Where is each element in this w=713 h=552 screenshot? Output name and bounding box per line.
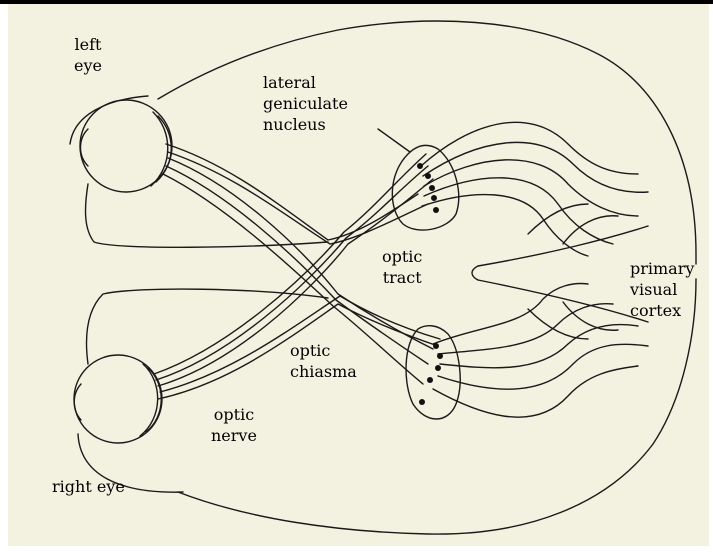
optic-tract-label-line-1: optic <box>382 246 422 267</box>
right-eye-label: right eye <box>52 476 125 497</box>
upper-lgn-neuron-5 <box>433 207 439 213</box>
diagram-panel: left eye lateral geniculate nucleus opti… <box>8 4 709 546</box>
lower-lgn-neuron-4 <box>427 377 433 383</box>
upper-lgn-neuron-1 <box>417 163 423 169</box>
cortex-label-line-1: primary <box>630 258 694 279</box>
optic-nerve-label-line-1: optic <box>211 404 257 425</box>
panel-background <box>8 4 709 546</box>
lower-lgn-neuron-1 <box>433 343 439 349</box>
optic-chiasma-label: optic chiasma <box>290 340 357 382</box>
cortex-label-line-2: visual <box>630 279 694 300</box>
left-eye-label-line-1: left <box>74 34 102 55</box>
visual-pathway-drawing <box>8 4 709 546</box>
left-eye-label: left eye <box>74 34 102 76</box>
optic-nerve-label: optic nerve <box>211 404 257 446</box>
upper-lgn-neuron-3 <box>429 185 435 191</box>
lgn-label-line-1: lateral <box>263 72 348 93</box>
optic-chiasma-label-line-1: optic <box>290 340 357 361</box>
left-eye-label-line-2: eye <box>74 55 102 76</box>
optic-tract-label: optic tract <box>382 246 422 288</box>
cortex-label-line-3: cortex <box>630 300 694 321</box>
lgn-label-line-3: nucleus <box>263 114 348 135</box>
primary-visual-cortex-label: primary visual cortex <box>630 258 694 321</box>
optic-chiasma-label-line-2: chiasma <box>290 361 357 382</box>
lgn-label: lateral geniculate nucleus <box>263 72 348 135</box>
lower-lgn-neuron-5 <box>419 399 425 405</box>
lgn-label-line-2: geniculate <box>263 93 348 114</box>
optic-nerve-label-line-2: nerve <box>211 425 257 446</box>
lower-lgn-neuron-2 <box>437 353 443 359</box>
optic-tract-label-line-2: tract <box>382 267 422 288</box>
upper-lgn-neuron-4 <box>431 195 437 201</box>
upper-lgn-neuron-2 <box>425 173 431 179</box>
lower-lgn-neuron-3 <box>435 365 441 371</box>
